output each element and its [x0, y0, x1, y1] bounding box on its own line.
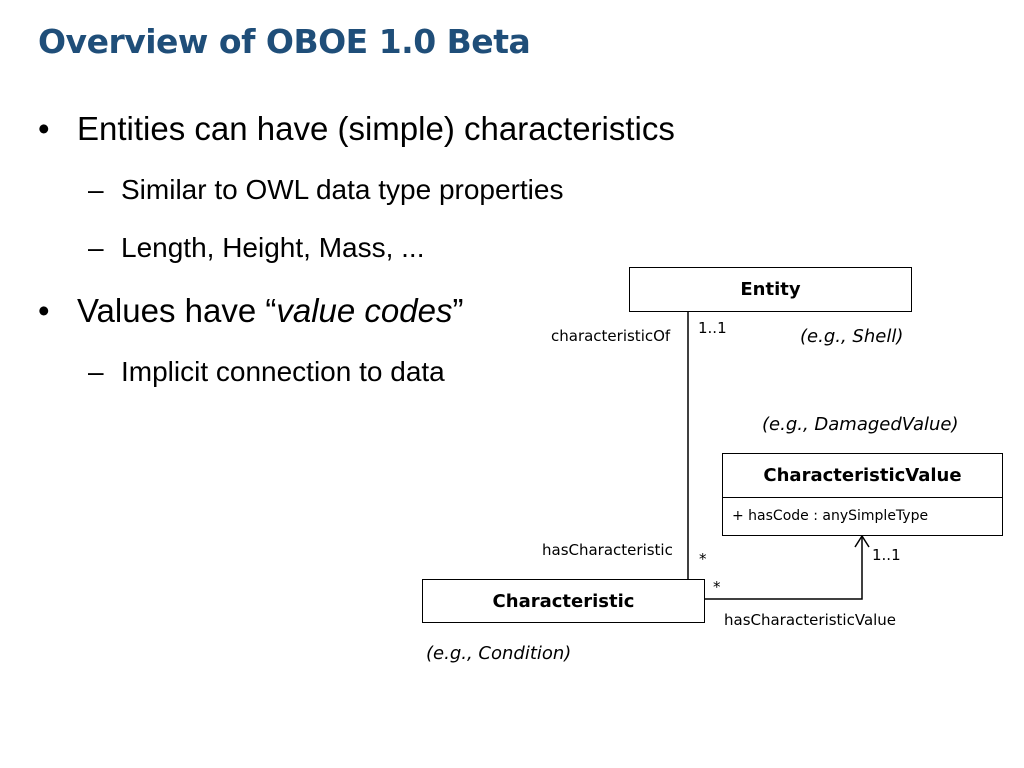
role-has-characteristic-value: hasCharacteristicValue — [724, 611, 897, 629]
bullet-entities-characteristics: • Entities can have (simple) characterist… — [38, 110, 675, 148]
navigability-arrowhead — [854, 534, 870, 548]
bullet-text-after: ” — [452, 292, 464, 329]
subbullet-text: Implicit connection to data — [121, 356, 445, 387]
bullet-text-before: Values have “ — [77, 292, 277, 329]
multiplicity-characteristic-end: * — [699, 550, 707, 568]
characteristic-value-link — [704, 536, 863, 600]
bullet-symbol: • — [38, 110, 50, 147]
multiplicity-value-target: 1..1 — [872, 546, 901, 564]
characteristic-value-header: CharacteristicValue — [723, 454, 1002, 498]
subbullet-examples: –Length, Height, Mass, ... — [88, 232, 425, 264]
slide-title: Overview of OBOE 1.0 Beta — [38, 22, 531, 61]
subbullet-implicit: –Implicit connection to data — [88, 356, 445, 388]
characteristic-value-class-box: CharacteristicValue + hasCode : anySimpl… — [722, 453, 1003, 536]
characteristic-class-box: Characteristic — [422, 579, 705, 623]
entity-class-box: Entity — [629, 267, 912, 312]
entity-example: (e.g., Shell) — [800, 326, 904, 347]
characteristic-value-class-name: CharacteristicValue — [763, 465, 962, 486]
bullet-symbol: • — [38, 292, 50, 329]
dash-symbol: – — [88, 232, 104, 263]
dash-symbol: – — [88, 174, 104, 205]
entity-class-name: Entity — [740, 279, 801, 300]
characteristic-class-name: Characteristic — [492, 590, 635, 612]
subbullet-text: Similar to OWL data type properties — [121, 174, 564, 205]
dash-symbol: – — [88, 356, 104, 387]
bullet-emphasis: value codes — [276, 292, 453, 329]
characteristic-value-attribute: + hasCode : anySimpleType — [732, 508, 929, 524]
bullet-value-codes: • Values have “value codes” — [38, 292, 463, 330]
bullet-text: Entities can have (simple) characteristi… — [77, 110, 675, 147]
subbullet-owl: –Similar to OWL data type properties — [88, 174, 563, 206]
subbullet-text: Length, Height, Mass, ... — [121, 232, 425, 263]
role-has-characteristic: hasCharacteristic — [542, 541, 673, 559]
multiplicity-value-source: * — [713, 578, 721, 596]
characteristic-example: (e.g., Condition) — [426, 643, 572, 664]
role-characteristic-of: characteristicOf — [551, 327, 671, 345]
characteristic-value-example: (e.g., DamagedValue) — [762, 414, 959, 435]
multiplicity-entity-end: 1..1 — [698, 319, 727, 337]
